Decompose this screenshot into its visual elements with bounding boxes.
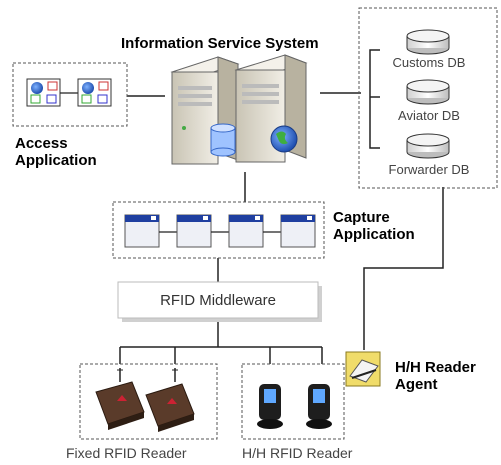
- access-application-box: [12, 62, 128, 127]
- access-application-label: Access Application: [15, 135, 97, 169]
- hh-reader-label: H/H RFID Reader: [242, 445, 353, 461]
- server-icon: [170, 56, 240, 165]
- database-icon: [406, 133, 450, 159]
- db-label-forwarder: Forwarder DB: [388, 162, 470, 177]
- rfid-fixed-reader-icon: [145, 368, 195, 432]
- connector-lines: [119, 49, 444, 364]
- capture-app-window-icon: [176, 214, 212, 248]
- rfid-handheld-reader-icon: [306, 384, 332, 429]
- rfid-handheld-reader-icon: [257, 384, 283, 429]
- database-icon: [406, 29, 450, 55]
- title-label: Information Service System: [121, 35, 319, 52]
- hh-agent-label: H/H Reader Agent: [395, 359, 476, 393]
- capture-application-label: Capture Application: [333, 209, 415, 243]
- globe-icon: [270, 125, 298, 153]
- rfid-middleware-box: [117, 281, 319, 319]
- access-app-window-icon: [77, 78, 112, 107]
- handheld-reader-box: [241, 363, 345, 440]
- access-app-window-icon: [26, 78, 61, 107]
- capture-app-window-icon: [124, 214, 160, 248]
- database-icon: [210, 123, 236, 157]
- db-label-customs: Customs DB: [392, 55, 466, 70]
- db-label-aviator: Aviator DB: [398, 108, 460, 123]
- databases-box: [358, 7, 498, 189]
- fixed-reader-box: [79, 363, 218, 440]
- rfid-fixed-reader-icon: [95, 368, 145, 430]
- database-icon: [406, 79, 450, 105]
- capture-app-window-icon: [228, 214, 264, 248]
- middleware-label: RFID Middleware: [160, 292, 276, 309]
- capture-application-box: [112, 201, 325, 259]
- reader-agent-icon: [345, 351, 381, 387]
- fixed-reader-label: Fixed RFID Reader: [66, 445, 187, 461]
- capture-app-window-icon: [280, 214, 316, 248]
